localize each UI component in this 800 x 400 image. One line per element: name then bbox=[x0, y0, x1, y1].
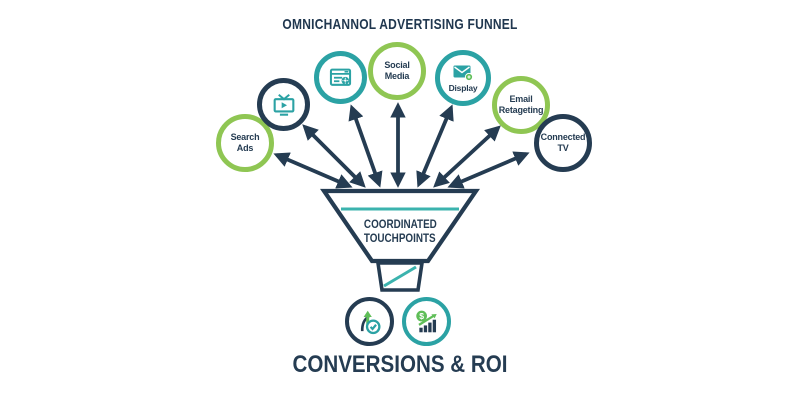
roi-badge: $ bbox=[402, 297, 451, 346]
browser-ad-icon bbox=[329, 68, 352, 86]
diagram-title: OMNICHANNOL ADVERTISING FUNNEL bbox=[0, 16, 800, 33]
dollar-symbol: $ bbox=[419, 311, 424, 321]
funnel-label-line1: COORDINATED bbox=[363, 219, 437, 231]
channel-social-media: Social Media bbox=[368, 42, 426, 100]
channel-connected-tv: Connected TV bbox=[534, 114, 592, 172]
conversions-badge bbox=[345, 297, 394, 346]
arrow-connected-tv bbox=[447, 151, 530, 189]
funnel-spout-line bbox=[383, 265, 417, 288]
diagram-title-text: OMNICHANNOL ADVERTISING FUNNEL bbox=[282, 16, 518, 33]
channel-display: Display bbox=[435, 50, 491, 106]
arrow-email-retargeting bbox=[433, 125, 501, 188]
channel-web-ads bbox=[314, 51, 367, 104]
channel-search-ads-label: Search Ads bbox=[230, 132, 260, 153]
channel-display-label: Display bbox=[448, 83, 478, 94]
channel-tv bbox=[257, 78, 310, 131]
channel-email-retargeting-label: Email Retageting bbox=[498, 94, 544, 115]
envelope-ad-icon bbox=[453, 65, 474, 82]
roi-chart-icon: $ bbox=[415, 310, 437, 332]
tv-play-icon bbox=[273, 93, 294, 116]
channel-connected-tv-label: Connected TV bbox=[540, 132, 586, 153]
channel-email-retargeting: Email Retageting bbox=[492, 76, 550, 134]
outcome-title: CONVERSIONS & ROI bbox=[0, 351, 800, 379]
channel-social-media-label: Social Media bbox=[384, 60, 410, 81]
arrow-tv bbox=[302, 124, 366, 188]
funnel-label: COORDINATED TOUCHPOINTS bbox=[320, 219, 480, 246]
growth-check-icon bbox=[360, 310, 381, 334]
arrow-display bbox=[416, 104, 454, 188]
funnel-label-line2: TOUCHPOINTS bbox=[364, 232, 436, 245]
arrow-web-ads bbox=[348, 104, 383, 188]
outcome-title-text: CONVERSIONS & ROI bbox=[292, 351, 508, 378]
